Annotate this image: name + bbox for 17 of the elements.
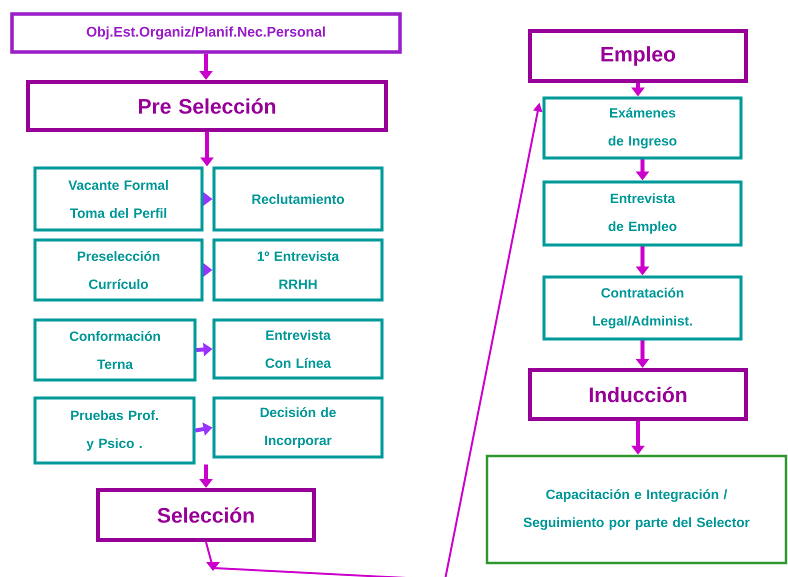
stage-box: Pre Selección	[26, 80, 388, 132]
step-box: Reclutamiento	[212, 166, 384, 232]
step-box: 1º Entrevista RRHH	[212, 238, 384, 302]
step-box: Exámenes de Ingreso	[542, 96, 742, 160]
step-box: Pruebas Prof. y Psico .	[34, 396, 196, 464]
stage-box: Inducción	[528, 368, 748, 421]
stage-box: Empleo	[528, 29, 748, 83]
step-box: Capacitación e Integración / Seguimiento por parte del Selector	[486, 454, 788, 564]
stage-box: Selección	[96, 488, 316, 542]
process-box: Obj.Est.Organiz/Planif.Nec.Personal	[10, 12, 402, 54]
step-box: Decisión de Incorporar	[212, 396, 384, 458]
step-box: Vacante Formal Toma del Perfil	[34, 166, 204, 232]
step-box: Conformación Terna	[34, 318, 196, 382]
step-box: Contratación Legal/Administ.	[542, 276, 742, 340]
step-box: Entrevista de Empleo	[542, 180, 742, 246]
step-box: Entrevista Con Línea	[212, 318, 384, 380]
step-box: Preselección Currículo	[34, 238, 204, 302]
